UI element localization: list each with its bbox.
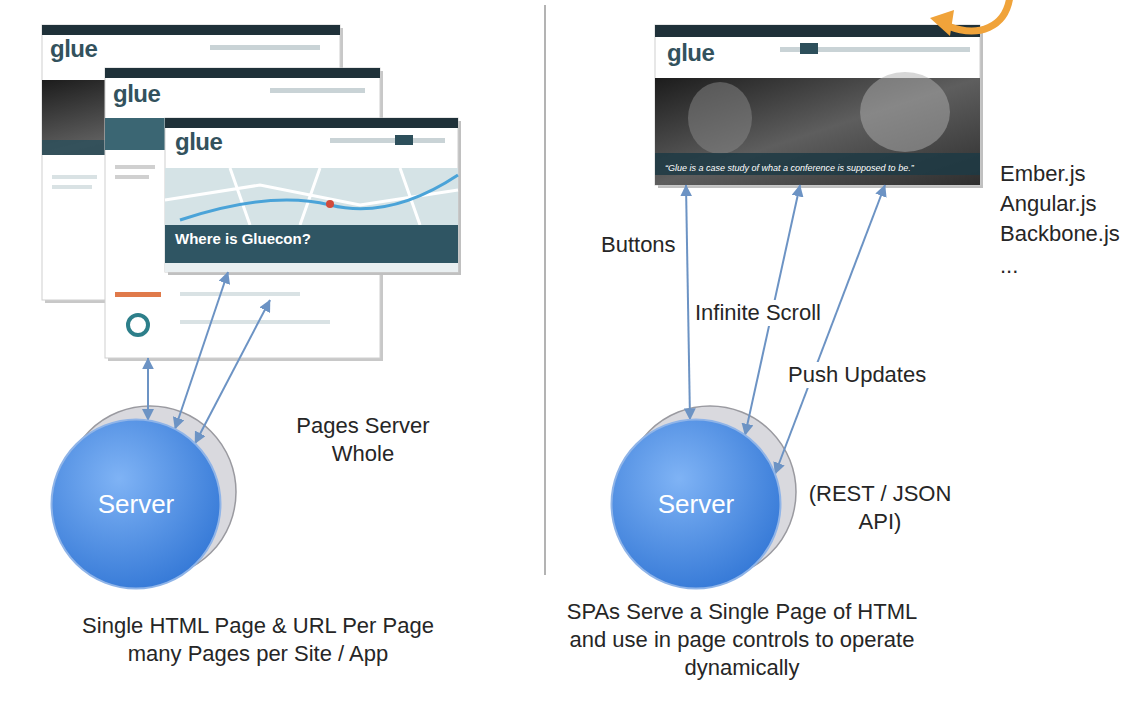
page-text-line [115, 175, 149, 179]
page-nav [330, 138, 445, 143]
logo-text: glue [175, 128, 222, 156]
quote-text: “Glue is a case study of what a conferen… [665, 163, 914, 174]
page-header-bar [42, 25, 340, 35]
server-circle: Server [50, 418, 222, 590]
server-circle-shape [52, 420, 221, 589]
text-holder: glue [50, 35, 97, 63]
page-text-line [52, 185, 92, 189]
photo-figure [860, 72, 950, 152]
band-text: Where is Gluecon? [175, 230, 311, 248]
label-holder: Backbone.js [1000, 220, 1130, 248]
logo-text: glue [50, 35, 97, 63]
label-holder: Angular.js [1000, 190, 1130, 218]
server-text: Server [658, 489, 735, 519]
page-footer [165, 263, 458, 272]
framework-name: Angular.js [1000, 190, 1097, 218]
label-holder: SPAs Serve a Single Page of HTML and use… [552, 598, 932, 682]
label-holder: Pages Server Whole [278, 412, 448, 468]
webpage-screenshot: glue “Glue is a case study of what a conf… [655, 25, 980, 185]
label-holder: ... [1000, 252, 1130, 280]
text-holder: glue [175, 128, 222, 156]
page-header-bar [105, 68, 380, 78]
text-holder: “Glue is a case study of what a conferen… [665, 157, 914, 175]
connector-arrow [775, 185, 885, 474]
text-holder: Where is Gluecon? [175, 230, 311, 248]
framework-name: Ember.js [1000, 160, 1086, 188]
webpage-screenshot: glue [42, 25, 340, 300]
logo-text: glue [667, 39, 714, 67]
server-circle-shape [612, 420, 781, 589]
webpage-screenshot: glueWhere is Gluecon? [165, 118, 458, 272]
caption-text: Pages Server Whole [278, 412, 448, 468]
label-holder: Single HTML Page & URL Per Page many Pag… [68, 612, 448, 668]
page-nav [210, 45, 320, 50]
text-holder: glue [113, 80, 160, 108]
connector-label: Push Updates [785, 362, 929, 388]
page-text-line [180, 320, 330, 324]
page-band [165, 225, 458, 263]
connector-label: Buttons [598, 232, 679, 258]
divider-line [544, 5, 546, 575]
page-text-line [115, 165, 155, 169]
text-holder: glue [667, 39, 714, 67]
page-nav-active [800, 43, 818, 54]
server-circle: Server [610, 418, 782, 590]
page-map [165, 168, 458, 225]
logo-text: glue [113, 80, 160, 108]
page-band [655, 153, 980, 175]
connector-arrow [147, 358, 149, 420]
page-nav [270, 88, 365, 93]
webpage-screenshot: glue [105, 68, 380, 358]
connector-arrow [175, 272, 228, 429]
connector-arrow [195, 300, 270, 444]
refresh-arrowhead [930, 10, 954, 36]
label-holder: (REST / JSON API) [800, 480, 960, 536]
text-holder: Server [658, 489, 735, 519]
connector-arrow [686, 185, 690, 420]
caption-text: (REST / JSON API) [800, 480, 960, 536]
page-text-line [52, 175, 97, 179]
server-text: Server [98, 489, 175, 519]
map-route [180, 175, 458, 220]
photo-figure [688, 82, 752, 154]
page-header-bar [165, 118, 458, 128]
page-header-bar [655, 25, 980, 37]
connector-label: Infinite Scroll [692, 300, 824, 326]
page-nav-active [395, 135, 413, 145]
page-text-line [180, 292, 300, 296]
page-icon [128, 315, 148, 335]
label-holder: Ember.js [1000, 160, 1130, 188]
framework-name: Backbone.js [1000, 220, 1120, 248]
map-roads [165, 168, 458, 225]
page-background [655, 25, 980, 185]
framework-name: ... [1000, 252, 1018, 280]
refresh-arrow [948, 0, 1010, 31]
caption-text: SPAs Serve a Single Page of HTML and use… [552, 598, 932, 682]
map-pin [326, 200, 334, 208]
page-text-line [115, 292, 161, 297]
caption-text: Single HTML Page & URL Per Page many Pag… [68, 612, 448, 668]
text-holder: Server [98, 489, 175, 519]
page-background [165, 118, 458, 272]
